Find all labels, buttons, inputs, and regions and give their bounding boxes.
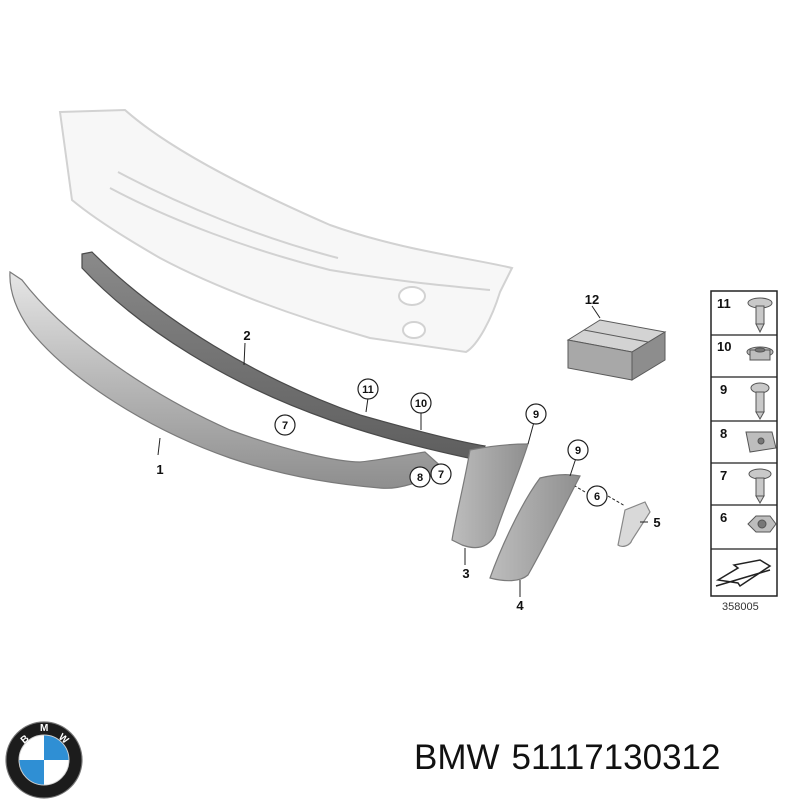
label-2: 2 xyxy=(243,328,250,343)
svg-text:6: 6 xyxy=(594,491,600,503)
callout-9b: 9 xyxy=(567,439,589,461)
part-3-flap xyxy=(451,443,529,549)
nut-10-icon xyxy=(746,346,774,361)
label-12: 12 xyxy=(585,292,599,307)
svg-text:10: 10 xyxy=(415,398,427,410)
callout-10: 10 xyxy=(410,392,432,414)
screw-9-icon xyxy=(750,382,770,421)
clip-nut-8-icon xyxy=(745,431,777,453)
callout-6: 6 xyxy=(586,485,608,507)
table-row-10: 10 xyxy=(717,339,731,354)
screw-7-icon xyxy=(748,468,772,505)
callout-8: 8 xyxy=(409,466,431,488)
callout-11: 11 xyxy=(357,378,379,400)
bumper-outline xyxy=(58,108,514,354)
bmw-logo: B M W xyxy=(5,721,83,799)
callout-7a: 7 xyxy=(274,414,296,436)
svg-text:11: 11 xyxy=(362,384,374,396)
svg-text:8: 8 xyxy=(417,472,423,484)
table-row-6: 6 xyxy=(720,510,727,525)
screw-11-icon xyxy=(747,297,773,334)
part-4-flap xyxy=(489,474,581,582)
table-row-7: 7 xyxy=(720,468,727,483)
fastener-table: 11 10 9 8 7 6 xyxy=(710,290,778,597)
table-row-11: 11 xyxy=(717,296,731,311)
svg-text:9: 9 xyxy=(533,409,539,421)
table-row-9: 9 xyxy=(720,382,727,397)
label-1: 1 xyxy=(156,462,163,477)
direction-arrow-icon xyxy=(715,559,772,588)
svg-text:M: M xyxy=(40,723,48,734)
label-3: 3 xyxy=(462,566,469,581)
part-5-bracket xyxy=(617,501,651,547)
nut-6-icon xyxy=(747,515,777,533)
brand-name: BMW xyxy=(414,738,500,777)
svg-text:7: 7 xyxy=(282,420,288,432)
label-5: 5 xyxy=(653,515,660,530)
part-number: 51117130312 xyxy=(511,738,721,777)
table-row-8: 8 xyxy=(720,426,727,441)
svg-text:9: 9 xyxy=(575,445,581,457)
svg-text:7: 7 xyxy=(438,469,444,481)
callout-7b: 7 xyxy=(430,463,452,485)
callout-9a: 9 xyxy=(525,403,547,425)
diagram-ref-number: 358005 xyxy=(722,601,759,613)
part-caption: BMW 51117130312 xyxy=(414,738,794,788)
part-12-box xyxy=(566,319,667,381)
label-4: 4 xyxy=(516,598,524,613)
